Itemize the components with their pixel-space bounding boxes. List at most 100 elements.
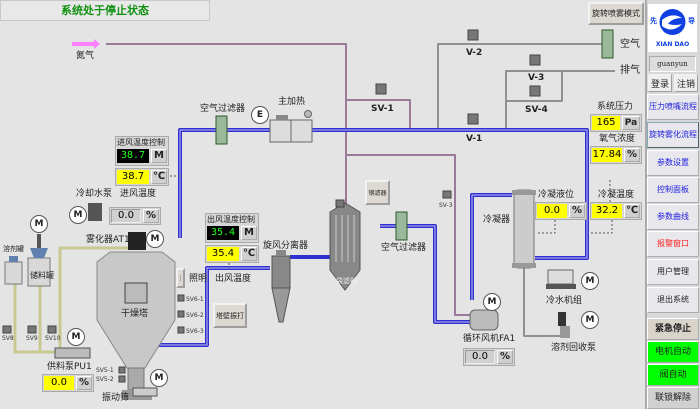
vibrating-screen-icon [132,387,158,397]
unit: % [569,204,585,218]
bag-filter-label: 袋滤器 [336,277,357,285]
inlet-temp-readout: 38.7℃ [115,168,169,186]
outlet-temp-value: 35.4 [207,247,239,261]
nav-rotary-atomize[interactable]: 旋转雾化流程 [647,122,699,148]
cooling-pump-icon [88,203,102,221]
valve-sv5-1[interactable]: SV5-1 [96,367,114,374]
unit: Pa [622,116,640,130]
inlet-mode-button[interactable]: M [151,149,167,163]
motor-icon[interactable]: M [69,206,87,224]
motor-icon[interactable]: M [67,328,85,346]
condense-temp-label: 冷凝温度 [598,190,635,200]
condenser-label: 冷凝器 [483,215,511,225]
logo-char: 先 [650,17,657,25]
bag-filter-icon [329,202,361,291]
feed-pump-label: 供料泵PU1 [47,362,92,372]
e-mark: E [251,106,269,124]
motor-auto-button[interactable]: 电机自动 [647,341,699,363]
valve-v2[interactable]: V-2 [466,48,483,58]
rotary-spray-mode-button[interactable]: 旋转喷雾模式 [588,2,644,25]
valve-sv9[interactable]: SV9 [26,335,38,342]
nav-param-curves[interactable]: 参数曲线 [647,204,699,230]
feed-pump-readout: 0.0% [42,374,94,392]
air-filter-icon [601,29,614,59]
motor-icon[interactable]: M [483,293,501,311]
steel-filter-button[interactable]: 钢滤器 [365,180,390,205]
inlet-temp-value: 38.7 [117,170,149,184]
solvent-recovery-pump-icon [558,312,570,338]
valve-icons [2,29,541,383]
level-readout: 0.0% [535,202,587,220]
air-filter-icon [395,211,408,241]
outlet-temp-label: 出风温度 [215,274,252,284]
outlet-temp-readout: 35.4℃ [205,245,259,263]
nav-control-panel[interactable]: 控制面板 [647,177,699,203]
logout-button[interactable]: 注销 [674,74,698,92]
condenser-icon [512,189,536,269]
valve-sv8[interactable]: SV8 [2,335,14,342]
motor-icon[interactable]: M [581,311,599,329]
condense-temp-value: 32.2 [592,204,622,218]
unit: % [497,350,513,364]
motor-icon[interactable]: M [150,369,168,387]
solvent-tank-label: 溶剂罐 [3,245,24,253]
inlet-temp-label: 进风温度 [120,189,157,199]
feed-tank-icon [27,234,51,287]
emergency-stop-button[interactable]: 紧急停止 [647,318,699,340]
valve-sv1[interactable]: SV-1 [371,104,394,114]
login-button[interactable]: 登录 [648,74,672,92]
air-filter2-label: 空气过滤器 [381,243,427,253]
outlet-setpoint[interactable]: 35.4 [207,226,239,240]
cyclone-label: 旋风分离器 [263,241,309,251]
wall-knock-button[interactable]: 塔壁振打 [213,303,247,328]
air-label: 空气 [620,39,640,50]
fan-label: 循环风机FA1 [463,334,516,344]
motor-icon[interactable]: M [30,215,48,233]
xiandao-logo-icon [659,9,686,35]
valve-sv6-3[interactable]: SV6-3 [186,328,204,335]
pressure-value: 165 [592,116,620,130]
lighting-button[interactable]: ⋮ [176,268,185,288]
inlet-ctrl-title: 进风温度控制 [117,138,165,147]
valve-sv3[interactable]: SV-3 [439,202,453,209]
outlet-mode-button[interactable]: M [241,226,257,240]
feed-tank-label: 储料罐 [30,271,54,280]
unit: ℃ [151,170,167,184]
valve-sv5-2[interactable]: SV5-2 [96,376,114,383]
gas-pipe [437,43,615,337]
nav-exit-system[interactable]: 退出系统 [647,287,699,313]
condense-level-label: 冷凝液位 [538,190,575,200]
valve-sv10[interactable]: SV10 [45,335,61,342]
oxygen-label: 氧气浓度 [599,134,636,144]
outlet-ctrl-title: 出风温度控制 [207,215,255,224]
main-heater-label: 主加热 [278,97,306,107]
level-value: 0.0 [537,204,567,218]
unit: % [624,148,640,162]
cooling-pump-label: 冷却水泵 [76,189,113,199]
lighting-label: 照明 [189,274,208,284]
valve-v3[interactable]: V-3 [528,73,545,83]
valve-sv6-2[interactable]: SV6-2 [186,312,204,319]
nav-user-management[interactable]: 用户管理 [647,259,699,285]
valve-sv6-1[interactable]: SV6-1 [186,296,204,303]
cyclone-icon [271,250,291,323]
valve-auto-button[interactable]: 阀自动 [647,364,699,386]
motor-icon[interactable]: M [146,230,164,248]
exhaust-label: 排气 [620,65,640,76]
main-heater-icon [269,110,313,143]
inlet-setpoint[interactable]: 38.7 [117,149,149,163]
nav-pressure-nozzle[interactable]: 压力喷嘴流程 [647,94,699,120]
feed-pump-value: 0.0 [44,376,74,390]
valve-v1[interactable]: V-1 [466,134,483,144]
nav-alarm-window[interactable]: 报警窗口 [647,231,699,257]
nav-param-settings[interactable]: 参数设置 [647,150,699,176]
motor-icon[interactable]: M [581,272,599,290]
oxygen-value: 17.84 [592,148,622,162]
fan-value: 0.0 [465,350,495,364]
solvent-tank-icon [4,256,23,285]
interlock-release-button[interactable]: 联锁解除 [647,387,699,409]
chiller-label: 冷水机组 [546,296,583,306]
valve-sv4[interactable]: SV-4 [525,105,548,115]
